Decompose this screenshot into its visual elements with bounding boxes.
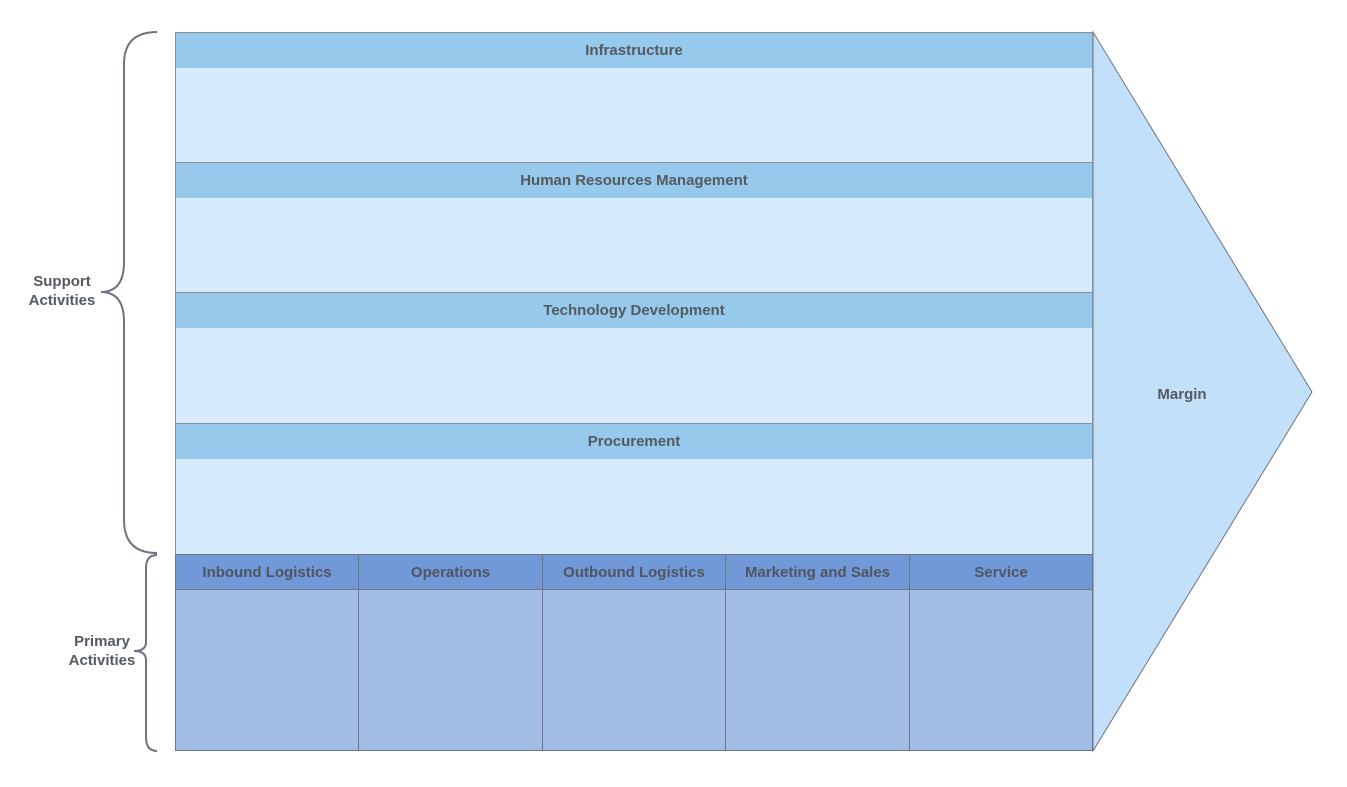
primary-activities-brace bbox=[133, 554, 158, 752]
support-header-infrastructure: Infrastructure bbox=[175, 32, 1093, 69]
primary-header-marketing-and-sales: Marketing and Sales bbox=[725, 554, 910, 590]
support-body-human-resources bbox=[175, 198, 1093, 293]
support-activities-brace bbox=[100, 31, 158, 554]
support-activities-label: Support Activities bbox=[28, 273, 96, 309]
support-header-technology-development: Technology Development bbox=[175, 292, 1093, 329]
primary-header-service: Service bbox=[909, 554, 1093, 590]
support-body-technology-development bbox=[175, 328, 1093, 424]
margin-label: Margin bbox=[1157, 386, 1207, 403]
primary-header-outbound-logistics: Outbound Logistics bbox=[542, 554, 726, 590]
primary-body-service bbox=[909, 589, 1093, 751]
primary-header-operations: Operations bbox=[358, 554, 543, 590]
primary-body-operations bbox=[358, 589, 543, 751]
support-body-infrastructure bbox=[175, 68, 1093, 163]
support-body-procurement bbox=[175, 459, 1093, 555]
primary-header-inbound-logistics: Inbound Logistics bbox=[175, 554, 359, 590]
primary-body-inbound-logistics bbox=[175, 589, 359, 751]
support-header-human-resources: Human Resources Management bbox=[175, 162, 1093, 199]
support-header-label: Procurement bbox=[587, 433, 681, 450]
primary-header-label: Marketing and Sales bbox=[744, 563, 891, 581]
support-header-label: Infrastructure bbox=[585, 42, 683, 59]
support-header-label: Human Resources Management bbox=[520, 172, 748, 189]
primary-header-label: Operations bbox=[410, 563, 491, 581]
margin-arrow bbox=[1092, 30, 1313, 753]
primary-activities-label: Primary Activities bbox=[68, 633, 136, 669]
support-header-procurement: Procurement bbox=[175, 423, 1093, 460]
support-header-label: Technology Development bbox=[543, 302, 725, 319]
primary-body-marketing-and-sales bbox=[725, 589, 910, 751]
primary-header-label: Outbound Logistics bbox=[563, 563, 705, 581]
primary-header-label: Service bbox=[974, 563, 1028, 581]
primary-header-label: Inbound Logistics bbox=[202, 563, 332, 581]
primary-body-outbound-logistics bbox=[542, 589, 726, 751]
